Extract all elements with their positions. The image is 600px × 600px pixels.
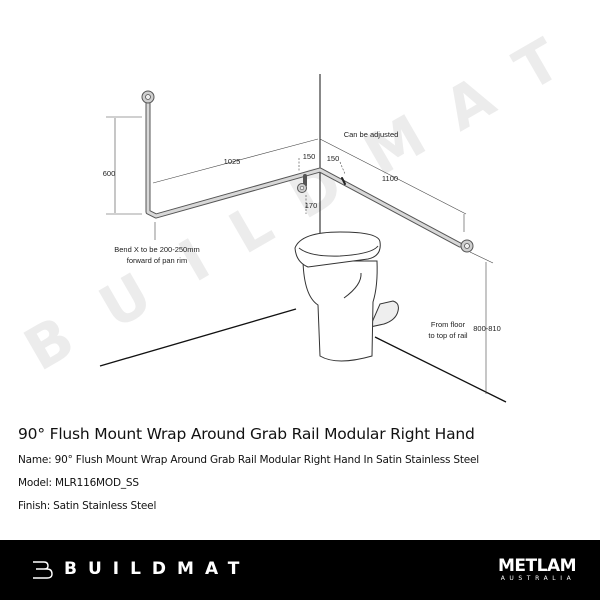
model-value: MLR116MOD_SS	[55, 477, 139, 489]
toilet-illustration	[294, 231, 399, 362]
product-name-row: Name: 90° Flush Mount Wrap Around Grab R…	[18, 454, 588, 466]
metlam-sub: AUSTRALIA	[500, 575, 576, 582]
dimension-lines	[106, 116, 494, 394]
product-title: 90° Flush Mount Wrap Around Grab Rail Mo…	[18, 425, 475, 443]
metlam-name: METLAM	[498, 556, 577, 576]
product-info: 90° Flush Mount Wrap Around Grab Rail Mo…	[18, 425, 588, 523]
product-model-row: Model: MLR116MOD_SS	[18, 477, 588, 489]
watermark-letter: U	[88, 260, 163, 342]
grab-rail	[141, 90, 474, 253]
finish-label: Finish:	[18, 500, 51, 512]
buildmat-logo-icon	[33, 561, 53, 579]
diagram-svg: B U I L D M A T	[13, 25, 572, 403]
watermark-letter: D	[278, 149, 354, 232]
watermark-letter: B	[13, 303, 85, 384]
name-label: Name:	[18, 454, 52, 466]
floor-note-line1: From floor	[431, 320, 466, 329]
dim-600: 600	[103, 169, 116, 178]
finish-value: Satin Stainless Steel	[53, 500, 157, 512]
bend-note-line1: Bend X to be 200-250mm	[114, 245, 199, 254]
dim-1025: 1025	[224, 157, 241, 166]
installation-diagram: B U I L D M A T	[13, 25, 572, 403]
model-label: Model:	[18, 477, 52, 489]
watermark-letter: T	[503, 25, 572, 104]
name-value: 90° Flush Mount Wrap Around Grab Rail Mo…	[54, 454, 480, 466]
buildmat-wordmark: BUILDMAT	[64, 559, 251, 579]
dim-800-810: 800-810	[473, 324, 501, 333]
dim-150-right: 150	[327, 154, 340, 163]
product-finish-row: Finish: Satin Stainless Steel	[18, 500, 588, 512]
watermark-letter: A	[433, 63, 506, 144]
metlam-logo: METLAM AUSTRALIA	[498, 556, 577, 583]
bend-note-line2: forward of pan rim	[127, 256, 187, 265]
floor-note-line2: to top of rail	[428, 331, 468, 340]
watermark-letter: L	[218, 190, 284, 267]
footer-bar: BUILDMAT METLAM AUSTRALIA	[0, 540, 600, 600]
dim-150-left: 150	[303, 152, 316, 161]
can-be-adjusted-note: Can be adjusted	[344, 130, 399, 139]
dim-1100: 1100	[382, 174, 398, 183]
dim-170: 170	[305, 201, 318, 210]
floor-line-right	[374, 336, 507, 403]
floor-line-left	[99, 308, 297, 367]
